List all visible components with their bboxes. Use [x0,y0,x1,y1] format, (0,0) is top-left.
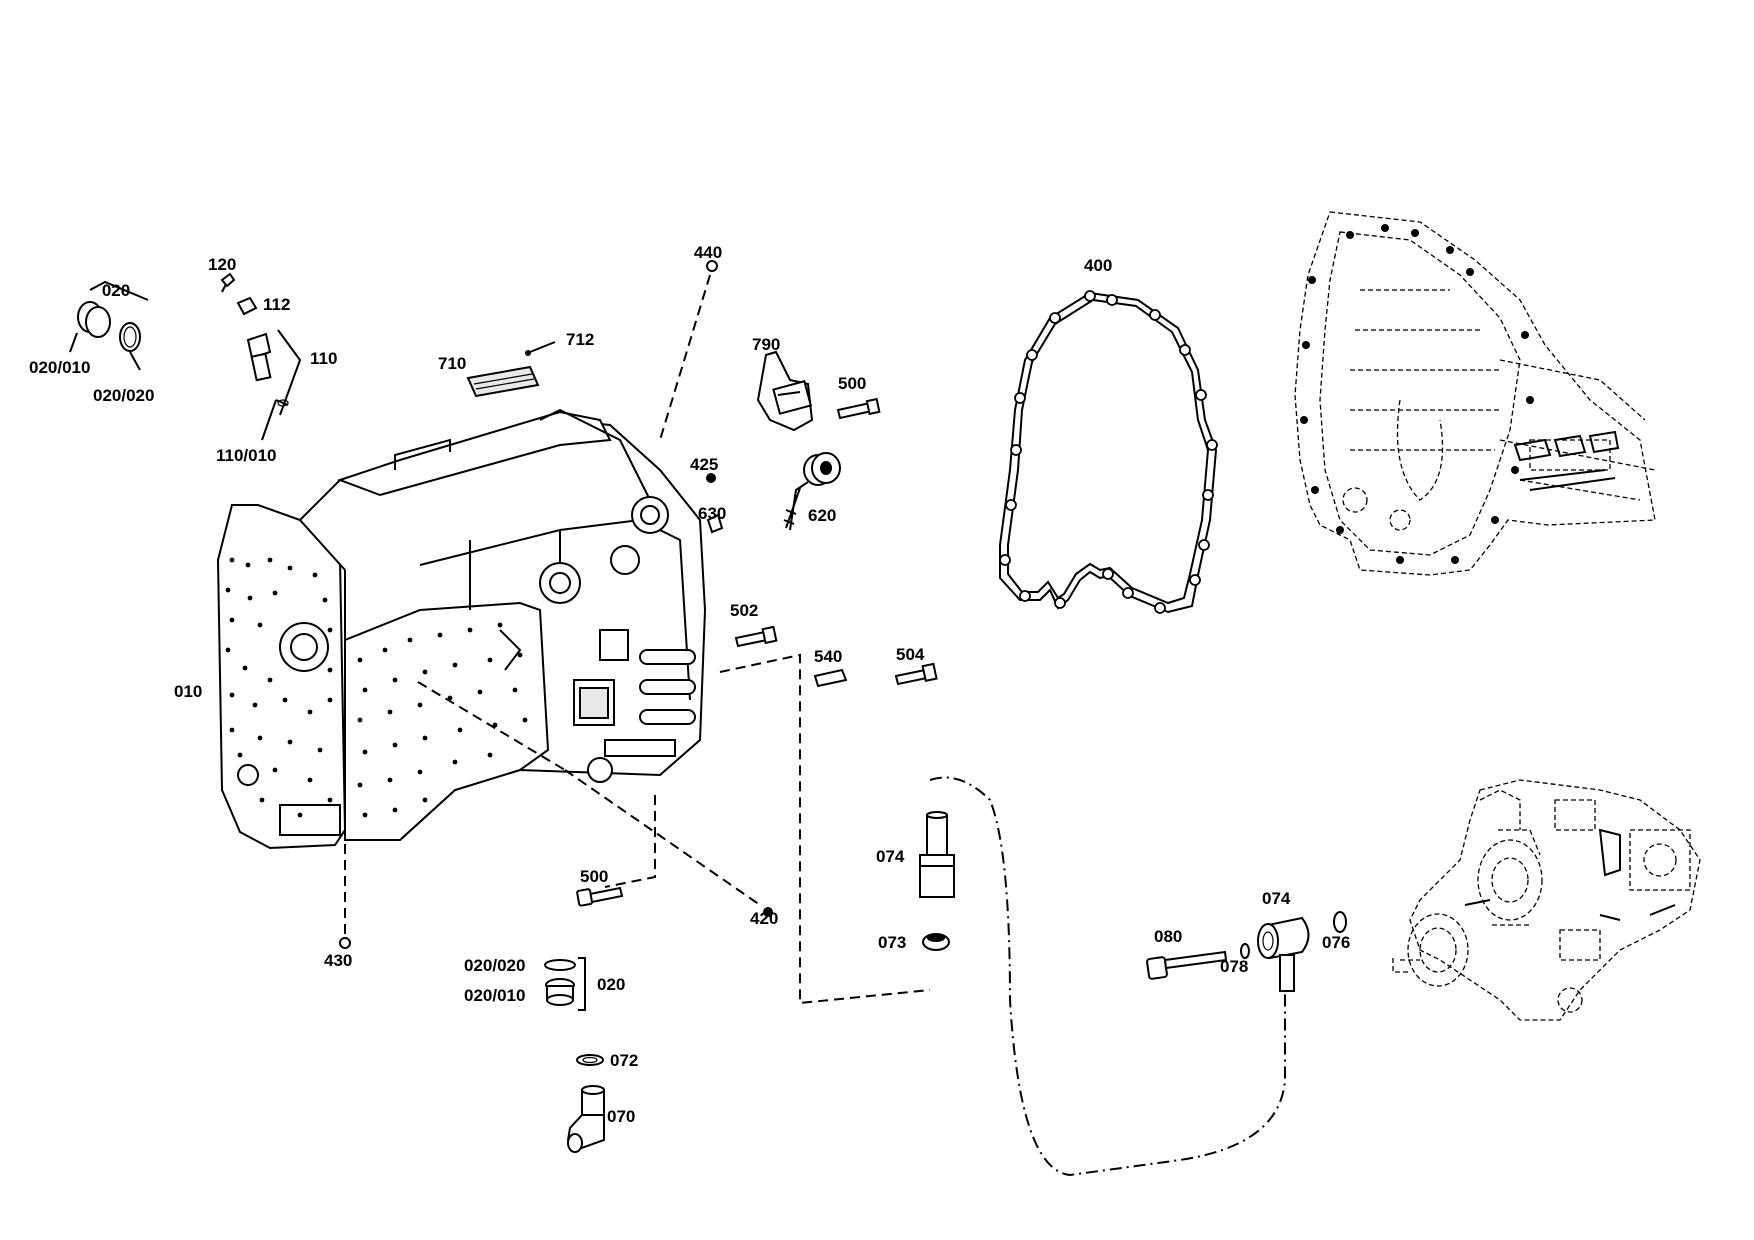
label-020-010-top: 020/010 [29,358,90,377]
part-502 [734,625,778,648]
label-074-right: 074 [1262,889,1291,908]
part-500-bottom [576,886,624,907]
part-440-425-630 [659,260,724,534]
part-074-left [919,811,955,898]
label-420: 420 [750,909,778,928]
label-080: 080 [1154,927,1182,946]
label-020-010-bottom: 020/010 [464,986,525,1005]
ghost-pump-assembly [1392,779,1701,1021]
label-076: 076 [1322,933,1350,952]
label-430: 430 [324,951,352,970]
part-120-112-110 [220,272,302,441]
part-620 [783,452,841,531]
label-074-left: 074 [876,847,905,866]
callout-labels: 020 020/010 020/020 120 112 110 110/010 … [29,243,1350,1126]
label-620: 620 [808,506,836,525]
part-070 [566,1085,605,1153]
part-076 [1333,911,1347,933]
label-070: 070 [607,1107,635,1126]
label-500-top: 500 [838,374,866,393]
label-712: 712 [566,330,594,349]
label-425: 425 [690,455,718,474]
label-020-020-top: 020/020 [93,386,154,405]
label-020-bottom: 020 [597,975,625,994]
label-078: 078 [1220,957,1248,976]
label-500-bottom: 500 [580,867,608,886]
label-630: 630 [698,504,726,523]
label-112: 112 [263,295,290,314]
part-072 [576,1054,604,1066]
label-502: 502 [730,601,758,620]
label-072: 072 [610,1051,638,1070]
leader-lines [339,653,1286,1177]
part-020-top [69,280,149,371]
part-504 [894,662,938,686]
label-073: 073 [878,933,906,952]
ghost-housing-outline [1294,211,1656,576]
label-020-top: 020 [102,281,130,300]
part-710-712 [466,341,556,398]
part-074-right [1257,916,1310,992]
part-020-bottom [544,957,586,1011]
part-400-gasket [999,290,1218,614]
part-080 [1146,950,1228,980]
part-790 [756,350,814,432]
transmission-housing [216,408,707,850]
label-010: 010 [174,682,202,701]
part-073 [922,933,950,951]
label-110-010: 110/010 [216,446,277,465]
label-120: 120 [208,255,236,274]
part-500-top [836,397,881,420]
label-540: 540 [814,647,842,666]
label-020-020-bottom: 020/020 [464,956,525,975]
label-440: 440 [694,243,722,262]
label-400: 400 [1084,256,1112,275]
label-710: 710 [438,354,466,373]
part-078 [1240,943,1250,959]
label-110: 110 [310,349,337,368]
label-504: 504 [896,645,925,664]
label-790: 790 [752,335,780,354]
part-540 [813,668,848,688]
